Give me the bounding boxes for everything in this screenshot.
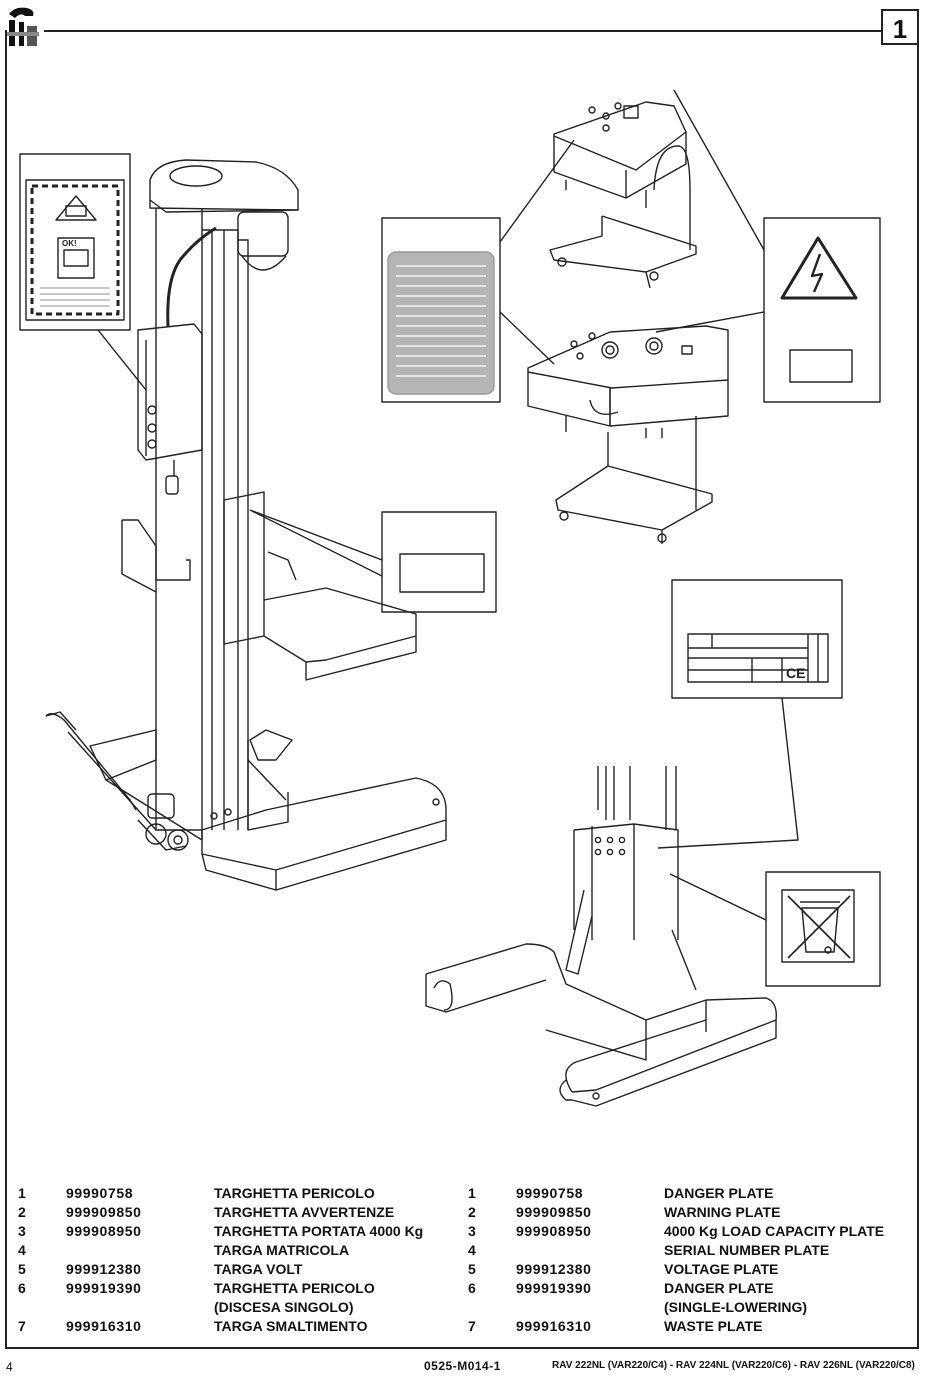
document-code: 0525-M014-1 bbox=[424, 1359, 501, 1373]
page-frame bbox=[5, 30, 919, 1349]
serial-number-plate-callout: CE bbox=[657, 579, 843, 849]
svg-text:CE: CE bbox=[786, 665, 805, 681]
list-item-continuation: (SINGLE-LOWERING) bbox=[664, 1299, 808, 1315]
header-rule bbox=[44, 30, 882, 32]
page-number: 4 bbox=[6, 1360, 13, 1374]
figure-number: 1 bbox=[881, 9, 919, 45]
capacity-plate-callout bbox=[249, 509, 497, 613]
column-lift-drawing bbox=[45, 159, 447, 891]
list-item-continuation: (DISCESA SINGOLO) bbox=[214, 1299, 354, 1315]
voltage-plate-callout bbox=[655, 89, 881, 403]
svg-text:OK!: OK! bbox=[62, 239, 77, 248]
control-console-drawing bbox=[527, 101, 729, 544]
model-list: RAV 222NL (VAR220/C4) - RAV 224NL (VAR22… bbox=[552, 1360, 915, 1371]
warning-plate-callout bbox=[381, 139, 575, 403]
waste-plate-callout bbox=[669, 871, 881, 987]
brand-logo-icon bbox=[5, 4, 41, 53]
column-base-drawing bbox=[425, 766, 777, 1107]
lift-technical-drawing: OK! bbox=[19, 89, 881, 1107]
danger-plate-callout: OK! bbox=[19, 153, 147, 391]
